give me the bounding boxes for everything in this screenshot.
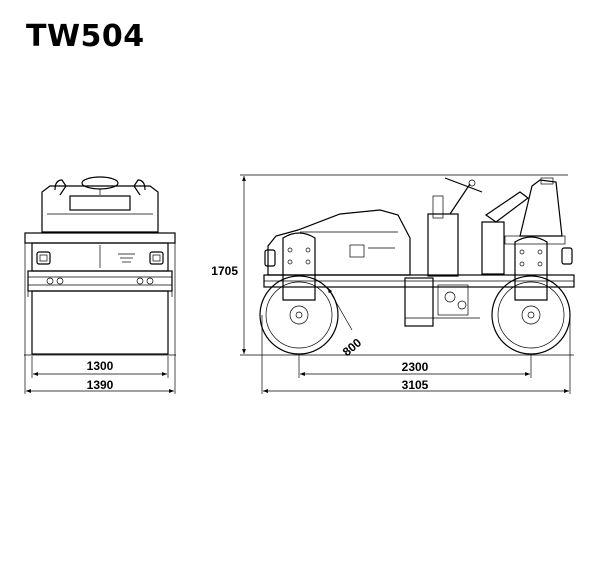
front-frame xyxy=(27,270,173,292)
dim-overall-width-label: 1390 xyxy=(87,378,114,392)
side-view: 1705 800 2300 3105 xyxy=(211,174,575,394)
right-headlight xyxy=(149,251,164,265)
articulation-joint xyxy=(404,277,434,327)
seat-back xyxy=(69,195,131,211)
front-hood xyxy=(24,232,176,244)
front-drum xyxy=(31,290,169,355)
seat xyxy=(484,191,529,223)
front-view: 1300 1390 xyxy=(24,176,176,394)
rear-side-drum xyxy=(491,275,571,355)
engine-hood xyxy=(267,209,411,276)
dim-drum-diameter-label: 800 xyxy=(340,335,365,359)
dim-wheelbase-label: 2300 xyxy=(402,360,429,374)
dim-drum-width-label: 1300 xyxy=(87,359,114,373)
rear-tower xyxy=(519,179,563,237)
dim-line-drum-diameter xyxy=(327,287,353,331)
steering-wheel xyxy=(81,176,119,190)
front-upper-body xyxy=(41,185,159,233)
steering-column xyxy=(449,183,471,215)
rear-fork xyxy=(514,236,548,301)
front-side-drum xyxy=(259,275,339,355)
operator-console xyxy=(427,213,459,277)
side-light-rear xyxy=(561,247,573,265)
front-fork xyxy=(282,232,316,301)
dim-overall-height-label: 1705 xyxy=(211,264,238,278)
left-headlight xyxy=(36,251,51,265)
model-title: TW504 xyxy=(26,19,145,54)
dim-overall-length-label: 3105 xyxy=(402,378,429,392)
side-light-front xyxy=(264,249,276,267)
